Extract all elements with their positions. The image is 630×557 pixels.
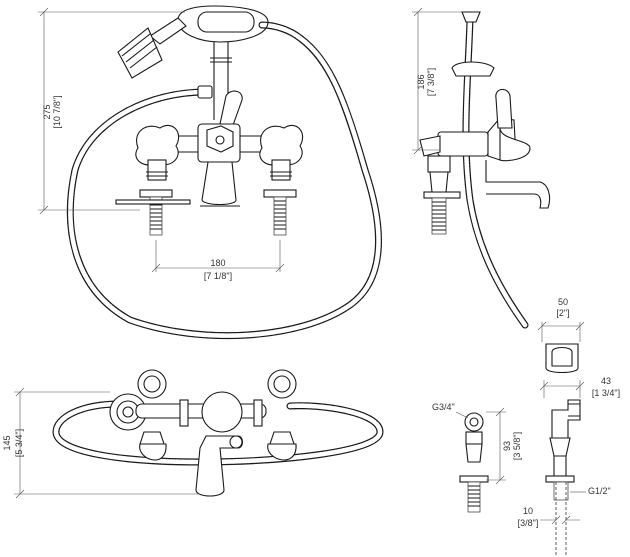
dim-height-total-inch: [10 7/8"]	[52, 95, 62, 128]
front-left-handle	[135, 124, 180, 236]
dim-leg-offset: 10 [3/8"]	[518, 506, 580, 528]
side-shower-top	[461, 11, 481, 23]
front-mixer-body	[149, 123, 291, 207]
leg-front-detail: G3/4"	[432, 402, 489, 513]
plan-right-handle	[267, 369, 297, 461]
front-shower-head	[117, 17, 187, 79]
front-handset-cradle	[177, 5, 269, 120]
side-leg	[423, 155, 461, 235]
front-right-handle	[259, 124, 304, 236]
holder-front-view: 50 [2"]	[537, 297, 585, 374]
front-view: 275 [10 7/8"] 180 [7 1/8"]	[38, 5, 382, 340]
dim-spacing-mm: 180	[210, 258, 225, 268]
dim-leg-offset-mm: 10	[523, 506, 533, 516]
dim-holder-depth: 43 [1 3/4"]	[539, 376, 620, 398]
supply-thread-label: G1/2"	[588, 486, 611, 496]
plan-view: 145 [5 3/4"]	[2, 369, 384, 499]
dim-height-total: 275 [10 7/8"]	[38, 7, 185, 215]
dim-side-height: 186 [7 3/8"]	[412, 7, 462, 155]
dim-side-height-inch: [7 3/8"]	[426, 68, 436, 96]
inlet-thread-label: G3/4"	[432, 402, 455, 412]
dim-holder-width: 50 [2"]	[537, 297, 585, 342]
dim-height-total-mm: 275	[42, 104, 52, 119]
dim-holder-width-mm: 50	[558, 297, 568, 307]
dim-holder-depth-mm: 43	[601, 376, 611, 386]
front-hose-connector	[197, 85, 213, 99]
plan-spout	[195, 435, 244, 497]
side-handset-cradle	[451, 61, 495, 77]
leg-side-detail: G1/2"	[545, 399, 611, 557]
dim-leg-height: 93 [3 5/8"]	[486, 407, 522, 485]
dim-spacing-inch: [7 1/8"]	[204, 271, 232, 281]
dim-side-height-mm: 186	[416, 74, 426, 89]
plan-handset-arm	[135, 391, 267, 433]
dim-plan-depth-inch: [5 3/4"]	[14, 429, 24, 457]
dim-plan-depth: 145 [5 3/4"]	[2, 387, 200, 499]
front-hose	[66, 21, 382, 340]
dim-leg-offset-inch: [3/8"]	[518, 518, 539, 528]
side-view: 186 [7 3/8"]	[412, 7, 551, 329]
dim-holder-depth-inch: [1 3/4"]	[592, 388, 620, 398]
dim-plan-depth-mm: 145	[2, 435, 12, 450]
dim-spacing: 180 [7 1/8"]	[151, 240, 285, 281]
dim-leg-height-mm: 93	[502, 441, 512, 451]
plan-shower-head	[109, 393, 147, 431]
front-diverter-lever	[219, 90, 243, 129]
dim-leg-height-inch: [3 5/8"]	[512, 432, 522, 460]
dim-holder-width-inch: [2"]	[556, 308, 569, 318]
plan-left-handle	[137, 369, 167, 461]
side-mixer-body	[419, 88, 551, 209]
front-deck-plate	[115, 199, 191, 205]
